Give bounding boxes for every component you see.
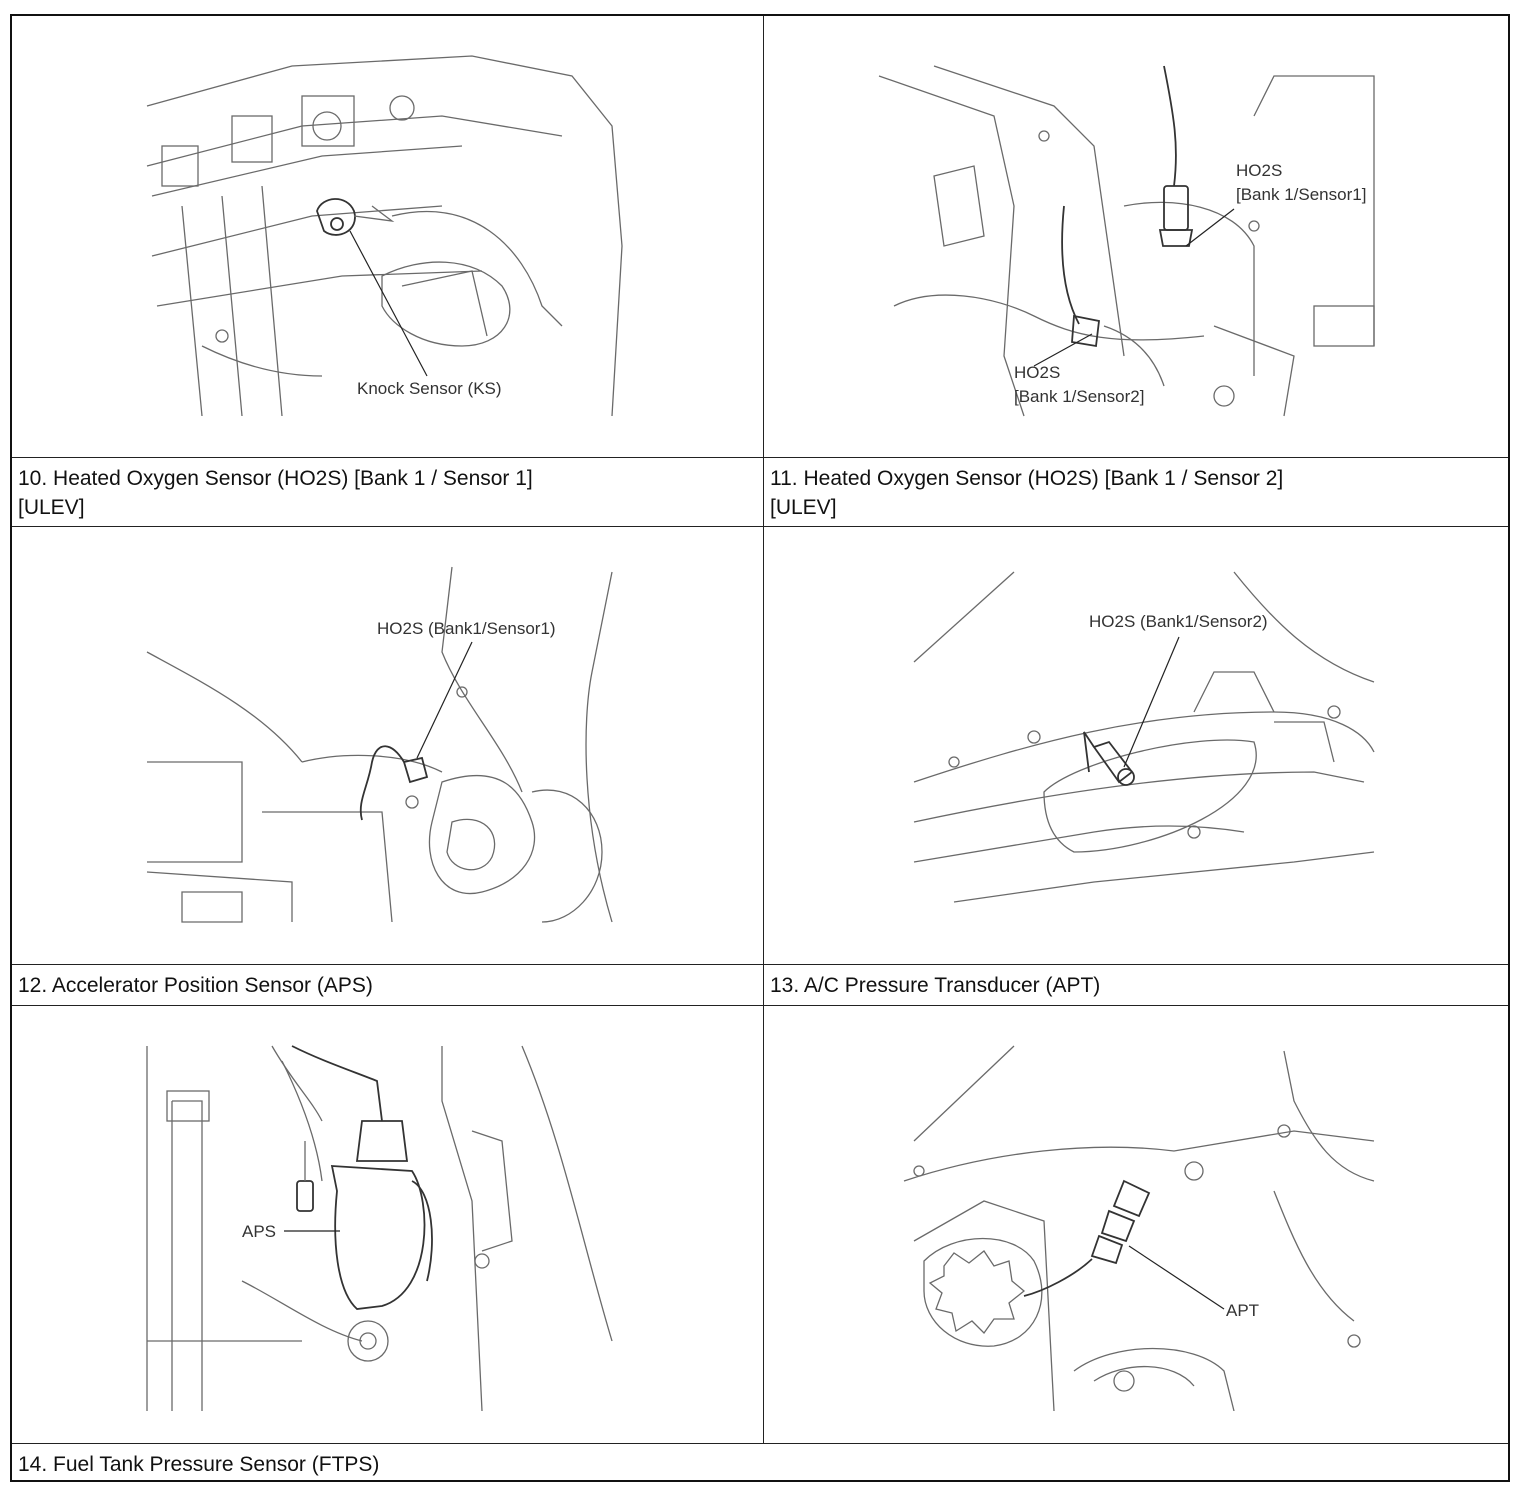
ho2s-b1s1-label: HO2S (Bank1/Sensor1) [377,619,556,638]
caption-item-10: 10. Heated Oxygen Sensor (HO2S) [Bank 1 … [18,467,533,519]
aps-label: APS [242,1222,276,1241]
caption-item-11: 11. Heated Oxygen Sensor (HO2S) [Bank 1 … [770,467,1284,519]
ho2s-pair-illustration: HO2S [Bank 1/Sensor1] HO2S [Bank 1/Senso… [878,65,1375,417]
knock-sensor-illustration: Knock Sensor (KS) [146,55,623,417]
figure-ho2s-pair: HO2S [Bank 1/Sensor1] HO2S [Bank 1/Senso… [764,16,1508,457]
ho2s-s2-title: HO2S [1014,363,1060,382]
ho2s-b1s2-label: HO2S (Bank1/Sensor2) [1089,612,1268,631]
figure-apt: APT [764,1006,1508,1443]
row-divider [12,526,1508,527]
knock-sensor-label: Knock Sensor (KS) [357,379,502,398]
ho2s-b1s2-illustration: HO2S (Bank1/Sensor2) [913,571,1375,903]
column-divider [763,16,764,1443]
figure-aps: APS [12,1006,763,1443]
apt-illustration: APT [903,1045,1375,1411]
figure-ho2s-b1s2: HO2S (Bank1/Sensor2) [764,527,1508,964]
sensor-location-table: Knock Sensor (KS) HO2S [Bank 1/Sens [10,14,1510,1482]
ho2s-s1-title: HO2S [1236,161,1282,180]
row-divider [12,457,1508,458]
caption-item-12: 12. Accelerator Position Sensor (APS) [18,974,373,997]
ho2s-b1s1-illustration: HO2S (Bank1/Sensor1) [146,566,613,923]
apt-label: APT [1226,1301,1259,1320]
row-divider [12,1005,1508,1006]
caption-item-13: 13. A/C Pressure Transducer (APT) [770,974,1101,997]
ho2s-s1-subtitle: [Bank 1/Sensor1] [1236,185,1366,204]
figure-knock-sensor: Knock Sensor (KS) [12,16,763,457]
row-divider [12,964,1508,965]
ho2s-s2-subtitle: [Bank 1/Sensor2] [1014,387,1144,406]
caption-item-14: 14. Fuel Tank Pressure Sensor (FTPS) [18,1453,380,1476]
aps-illustration: APS [146,1045,613,1411]
figure-ho2s-b1s1: HO2S (Bank1/Sensor1) [12,527,763,964]
row-divider [12,1443,1508,1444]
